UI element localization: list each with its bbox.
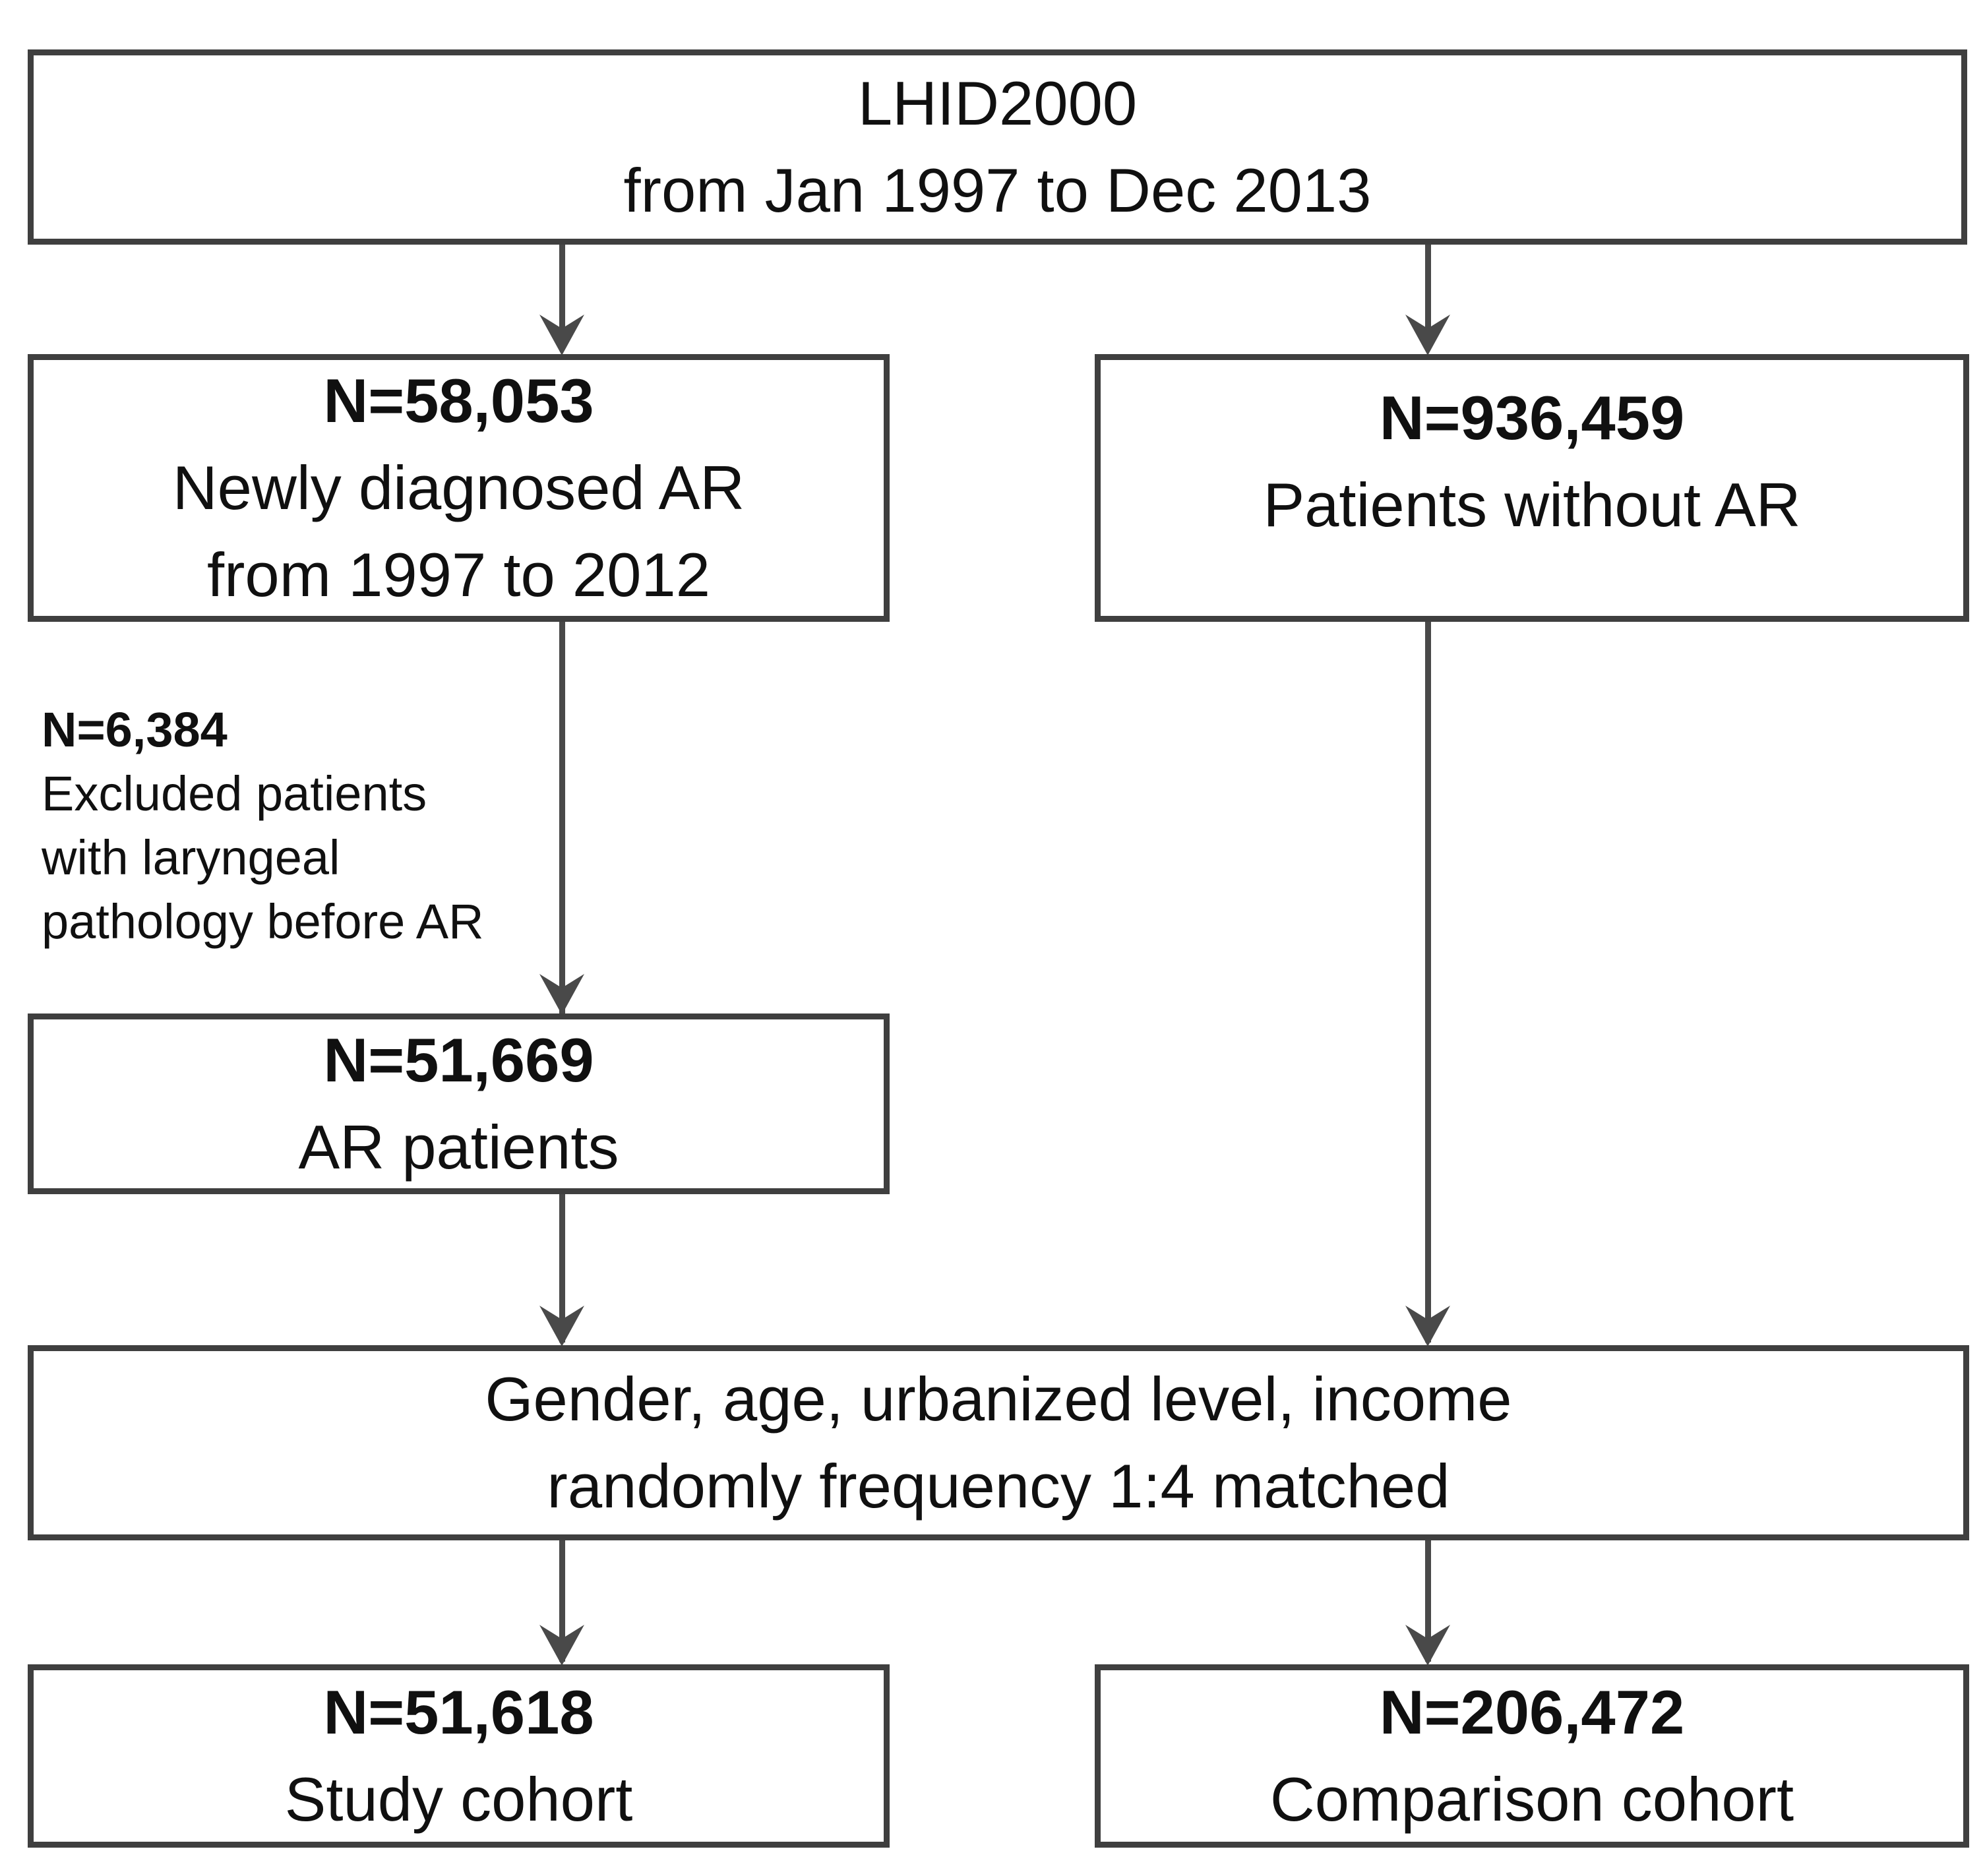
newly-diagnosed-label: Newly diagnosed AR [172, 453, 745, 522]
comparison-cohort-count: N=206,472 [1379, 1678, 1685, 1747]
without-ar-count: N=936,459 [1379, 383, 1685, 452]
study-cohort-count: N=51,618 [323, 1678, 594, 1747]
comparison-cohort-box: N=206,472 Comparison cohort [1095, 1664, 1969, 1848]
exclusion-count: N=6,384 [42, 702, 228, 757]
ar-patients-label: AR patients [298, 1112, 619, 1182]
matching-method: randomly frequency 1:4 matched [547, 1451, 1450, 1521]
arrow-newly-diagnosed-to-ar-patients-line [559, 622, 565, 1015]
study-cohort-label: Study cohort [284, 1765, 633, 1834]
arrow-matching-to-comparison-line [1425, 1540, 1431, 1662]
ar-patients-count: N=51,669 [323, 1025, 594, 1095]
newly-diagnosed-count: N=58,053 [323, 366, 594, 435]
ar-patients-box: N=51,669 AR patients [28, 1014, 890, 1194]
without-ar-label: Patients without AR [1263, 470, 1801, 539]
source-box-period: from Jan 1997 to Dec 2013 [623, 156, 1372, 225]
arrow-ar-patients-to-matching-line [559, 1194, 565, 1343]
exclusion-note: N=6,384 Excluded patients with laryngeal… [42, 698, 543, 953]
arrow-source-to-without-ar-line [1425, 245, 1431, 349]
matching-criteria: Gender, age, urbanized level, income [485, 1364, 1512, 1434]
arrow-without-ar-to-matching-line [1425, 622, 1431, 1343]
source-box-title: LHID2000 [857, 69, 1138, 138]
exclusion-text-3: pathology before AR [42, 894, 484, 949]
exclusion-text-1: Excluded patients [42, 766, 427, 821]
study-cohort-box: N=51,618 Study cohort [28, 1664, 890, 1848]
source-box: LHID2000 from Jan 1997 to Dec 2013 [28, 49, 1967, 245]
newly-diagnosed-box: N=58,053 Newly diagnosed AR from 1997 to… [28, 354, 890, 622]
without-ar-box: N=936,459 Patients without AR [1095, 354, 1969, 622]
arrow-matching-to-study-line [559, 1540, 565, 1662]
matching-box: Gender, age, urbanized level, income ran… [28, 1345, 1969, 1540]
arrow-source-to-newly-diagnosed-line [559, 245, 565, 349]
exclusion-text-2: with laryngeal [42, 830, 340, 885]
newly-diagnosed-period: from 1997 to 2012 [207, 540, 710, 609]
comparison-cohort-label: Comparison cohort [1269, 1765, 1794, 1834]
